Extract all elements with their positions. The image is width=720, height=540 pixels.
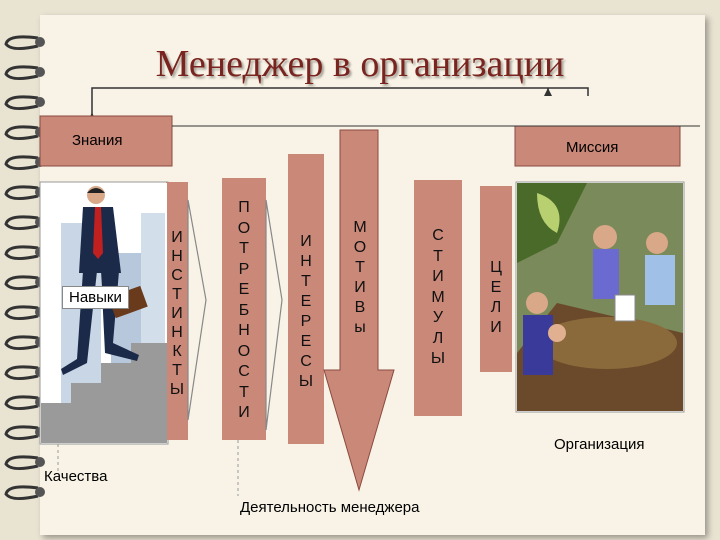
knowledge-label: Знания [72, 132, 123, 149]
qualities-label: Качества [44, 468, 108, 485]
page-title: Менеджер в организации [155, 43, 565, 85]
interests-text: И Н Т Е Р Е С Ы [298, 233, 314, 390]
needs-text: П О Т Р Е Б Н О С Т И [237, 199, 251, 421]
knowledge-box [39, 115, 173, 167]
instincts-text: И Н С Т И Н К Т Ы [169, 229, 185, 398]
stimuli-text: С Т И М У Л Ы [430, 227, 446, 367]
motives-arrow [323, 129, 395, 492]
needs-box [222, 178, 266, 440]
instincts-box [166, 182, 188, 440]
skills-label: Навыки [62, 286, 129, 309]
organization-label: Организация [554, 436, 645, 453]
businessman-climbing-stairs-icon [41, 183, 167, 443]
goals-box [480, 186, 512, 372]
goals-text: Ц Е Л И [490, 259, 502, 336]
interests-box [288, 154, 324, 444]
mission-label: Миссия [566, 139, 619, 156]
activity-label: Деятельность менеджера [240, 499, 420, 516]
motives-text: М О Т И В ы [353, 219, 367, 336]
stimuli-box [414, 180, 462, 416]
business-meeting-icon [517, 183, 683, 411]
